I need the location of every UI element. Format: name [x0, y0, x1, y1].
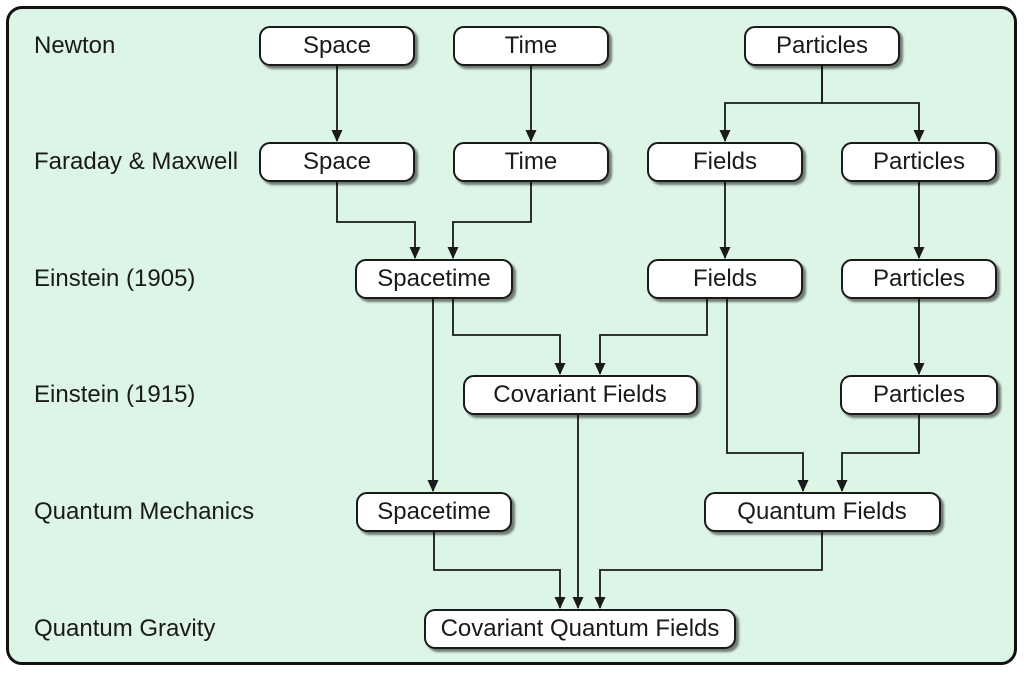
row-label-einstein-1905: Einstein (1905): [34, 265, 196, 292]
edge-e1915-particles-to-qm-quantum-fields: [836, 415, 920, 492]
row-label-quantum-mechanics: Quantum Mechanics: [34, 498, 255, 525]
node-fm-time: Time: [453, 142, 609, 182]
edge-qm-quantum-fields-to-qg-covariant-quantum-fields: [594, 532, 823, 609]
node-fm-fields: Fields: [647, 142, 803, 182]
edge-newton-particles-to-fm-fields: [719, 66, 823, 142]
node-e1915-particles: Particles: [840, 375, 998, 415]
node-qm-spacetime: Spacetime: [356, 492, 512, 532]
node-qm-quantum-fields: Quantum Fields: [703, 492, 941, 532]
node-newton-space: Space: [259, 26, 415, 66]
node-newton-particles: Particles: [744, 26, 900, 66]
node-fm-particles: Particles: [841, 142, 997, 182]
edge-fm-space-to-e1905-spacetime: [336, 182, 421, 259]
node-e1905-fields: Fields: [647, 259, 803, 299]
edge-qm-spacetime-to-qg-covariant-quantum-fields: [433, 532, 566, 609]
row-label-newton: Newton: [34, 32, 116, 59]
row-label-faraday-maxwell: Faraday & Maxwell: [34, 148, 239, 175]
edge-newton-particles-to-fm-particles: [821, 66, 925, 142]
node-e1905-spacetime: Spacetime: [355, 259, 513, 299]
edge-fm-time-to-e1905-spacetime: [447, 182, 532, 259]
row-label-quantum-gravity: Quantum Gravity: [34, 615, 216, 642]
node-qg-covariant-quantum-fields: Covariant Quantum Fields: [424, 609, 736, 649]
row-label-einstein-1915: Einstein (1915): [34, 381, 196, 408]
node-e1915-covariant-fields: Covariant Fields: [462, 375, 698, 415]
edge-e1905-spacetime-to-e1915-covariant-fields: [452, 299, 566, 375]
node-e1905-particles: Particles: [841, 259, 997, 299]
node-fm-space: Space: [259, 142, 415, 182]
edge-e1905-fields-to-qm-quantum-fields: [726, 299, 809, 492]
edge-e1905-fields-to-e1915-covariant-fields: [594, 299, 708, 375]
node-newton-time: Time: [453, 26, 609, 66]
